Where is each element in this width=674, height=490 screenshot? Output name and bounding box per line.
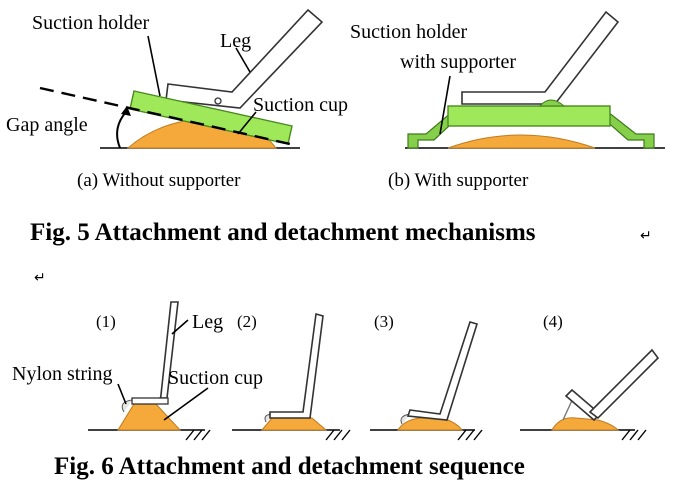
fig5-caption-mark: ↵ bbox=[640, 229, 652, 244]
pointer-leg-a bbox=[235, 47, 251, 73]
subcaption-b: (b) With supporter bbox=[388, 170, 529, 191]
suction-cup-b bbox=[447, 134, 596, 149]
label-leg-a: Leg bbox=[220, 30, 251, 52]
nylon-string-1 bbox=[121, 399, 133, 413]
leg-3 bbox=[406, 321, 479, 421]
holder-1 bbox=[131, 397, 169, 405]
ground-hatch-2 bbox=[325, 429, 351, 441]
leg-b bbox=[461, 10, 620, 105]
label-suction-cup-6: Suction cup bbox=[168, 367, 263, 389]
gap-angle-arc bbox=[116, 111, 127, 149]
label-nylon-string: Nylon string bbox=[12, 363, 113, 385]
label-holder-b-line2: with supporter bbox=[400, 51, 516, 73]
leg-pivot-a bbox=[214, 97, 222, 105]
suction-cup-3 bbox=[397, 417, 464, 431]
ground-hatch-1 bbox=[185, 429, 211, 441]
fig6-step-3 bbox=[370, 321, 483, 441]
suction-cup-2 bbox=[260, 417, 328, 431]
label-gap-angle: Gap angle bbox=[6, 114, 88, 136]
fig6-caption: Fig. 6 Attachment and detachment sequenc… bbox=[54, 453, 525, 480]
fig6-step-2 bbox=[232, 312, 351, 441]
suction-holder-b bbox=[447, 105, 611, 127]
fig5-panel-a: Suction holder Leg Suction cup Gap angle… bbox=[6, 8, 348, 191]
ground-hatch-4 bbox=[621, 429, 647, 441]
pointer-holder-b bbox=[439, 75, 451, 135]
label-holder-b-line1: Suction holder bbox=[350, 21, 468, 43]
subcaption-a: (a) Without supporter bbox=[77, 170, 241, 191]
fig5-caption: Fig. 5 Attachment and detachment mechani… bbox=[30, 219, 536, 246]
stray-return-mark: ↵ bbox=[34, 271, 46, 286]
leg-pivot-b bbox=[538, 99, 566, 107]
pointer-nylon-string bbox=[117, 383, 127, 405]
pointer-leg-6 bbox=[171, 319, 189, 335]
fig5-panel-b: Suction holder with supporter (b) With s… bbox=[350, 10, 665, 191]
pointer-suction-holder-a bbox=[147, 35, 161, 97]
fig6-step-1 bbox=[88, 301, 211, 441]
pointer-suction-cup-a bbox=[237, 111, 257, 135]
suction-cup-4 bbox=[551, 417, 620, 431]
leg-2 bbox=[269, 312, 324, 419]
suction-cup-1 bbox=[117, 403, 182, 431]
fig6-step-4 bbox=[520, 348, 660, 441]
ground-hatch-3 bbox=[457, 429, 483, 441]
step-number-1: (1) bbox=[96, 312, 116, 331]
leg-4 bbox=[588, 348, 660, 420]
label-suction-holder-a: Suction holder bbox=[32, 12, 150, 34]
pointer-suction-cup-6 bbox=[163, 387, 209, 421]
step-number-3: (3) bbox=[374, 312, 394, 331]
gap-angle-arrow bbox=[121, 106, 131, 116]
label-leg-6: Leg bbox=[192, 311, 223, 333]
label-suction-cup-a: Suction cup bbox=[253, 94, 348, 116]
step-number-4: (4) bbox=[543, 312, 563, 331]
step-number-2: (2) bbox=[237, 312, 257, 331]
